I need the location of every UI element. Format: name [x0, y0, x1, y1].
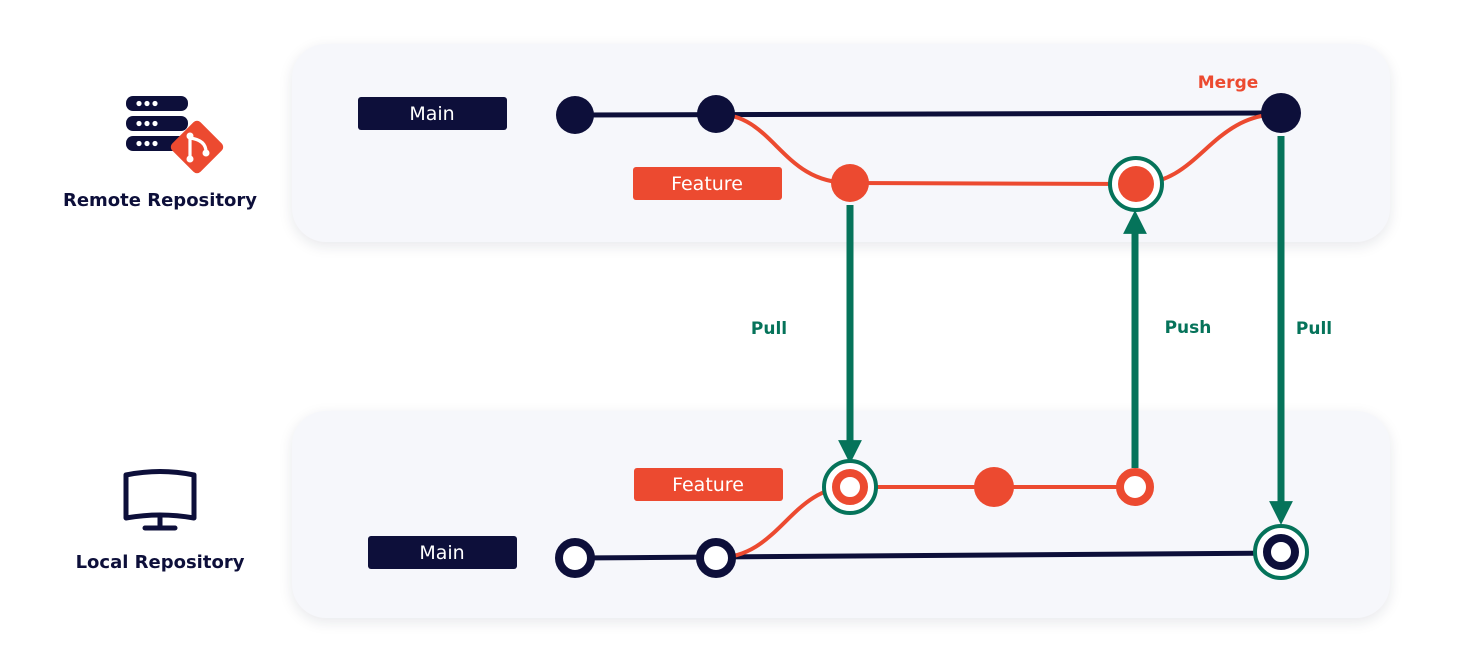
local-main-commit-1 [555, 538, 595, 578]
remote-merge-commit [1261, 93, 1301, 133]
remote-feature-tag: Feature [633, 167, 782, 200]
remote-main-commit-1 [556, 96, 594, 134]
local-feature-commit-3 [1116, 468, 1154, 506]
remote-feature-line [715, 112, 1282, 187]
remote-repository-title: Remote Repository [63, 190, 257, 211]
remote-feature-commit-pushed [1108, 156, 1164, 212]
local-main-commit-2 [696, 538, 736, 578]
remote-main-line [574, 110, 1282, 118]
local-main-label: Main [419, 542, 464, 564]
merge-label: Merge [1198, 73, 1259, 93]
local-feature-label: Feature [672, 474, 744, 496]
local-main-line [574, 550, 1282, 561]
pull-label-2: Pull [1296, 319, 1332, 339]
local-feature-tag: Feature [634, 468, 783, 501]
server-git-icon [126, 96, 224, 174]
remote-feature-label: Feature [671, 173, 743, 195]
local-repository-title: Local Repository [76, 552, 245, 573]
local-feature-commit-2 [974, 467, 1014, 507]
remote-feature-commit-1 [831, 164, 869, 202]
local-main-commit-pulled [1253, 524, 1309, 580]
remote-repository-panel [292, 44, 1390, 242]
monitor-icon [123, 469, 197, 531]
local-feature-commit-pulled [822, 459, 878, 515]
remote-main-label: Main [409, 103, 454, 125]
pull-label-1: Pull [751, 319, 787, 339]
remote-main-commit-2 [697, 95, 735, 133]
local-main-tag: Main [368, 536, 517, 569]
push-label: Push [1165, 318, 1212, 338]
remote-main-tag: Main [358, 97, 507, 130]
